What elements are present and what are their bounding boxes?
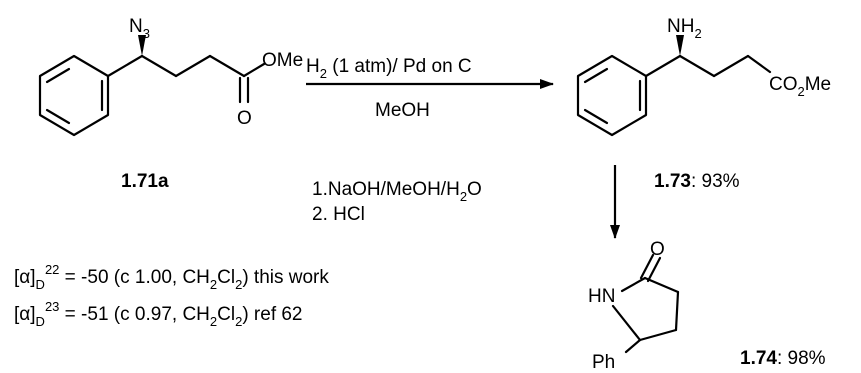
lactam-carbonyl-bond: [646, 256, 662, 283]
benzene-inner-bond: [45, 67, 71, 84]
compound-lactam-structure: O HN Ph: [588, 239, 680, 373]
chain-bond: [208, 54, 246, 78]
reaction-arrow-2: 1.NaOH/MeOH/H2O 2. HCl: [312, 165, 620, 239]
chain-bond: [678, 54, 716, 78]
wedge-bond: [138, 35, 146, 56]
chain-bond: [644, 54, 682, 78]
ring-bond: [620, 276, 647, 293]
ester-o-bond: [242, 62, 266, 78]
wedge-bond: [676, 35, 684, 56]
ester-ome-label: OMe: [262, 50, 303, 71]
rotation-this-work: [α]D22 = -50 (c 1.00, CH2Cl2) this work: [14, 262, 329, 292]
compound-lactam-caption: 1.74: 98%: [740, 348, 826, 369]
solvent-label: MeOH: [375, 100, 430, 121]
amine-nh2-label: NH2: [667, 16, 702, 41]
chain-bond: [746, 54, 772, 74]
benzene-ring-bonds: [576, 54, 648, 137]
reaction-arrow-1: H2 (1 atm)/ Pd on C MeOH: [306, 56, 554, 121]
lactam-carbonyl-bond: [639, 253, 655, 280]
chain-bond: [106, 54, 144, 78]
reagent-hydrogenation: H2 (1 atm)/ Pd on C: [306, 56, 472, 81]
chain-bond: [174, 54, 212, 78]
reagent-step-2: 2. HCl: [312, 204, 365, 225]
ring-bond: [638, 328, 678, 342]
compound-amine-structure: NH2 CO2Me: [576, 16, 831, 137]
lactam-hn-label: HN: [588, 286, 615, 307]
lactam-o-label: O: [650, 239, 665, 260]
ring-bond: [674, 290, 680, 332]
benzene-inner-bond: [583, 108, 609, 125]
azide-n-label: N3: [129, 16, 150, 41]
compound-azide-structure: N3 OMe O: [38, 16, 303, 137]
benzene-inner-bond: [45, 108, 71, 125]
lactam-ph-label: Ph: [592, 352, 615, 373]
ring-bond: [611, 304, 642, 342]
rotation-ref-62: [α]D23 = -51 (c 0.97, CH2Cl2) ref 62: [14, 299, 303, 329]
compound-amine-caption: 1.73: 93%: [654, 171, 740, 192]
benzene-ring-bonds: [38, 54, 110, 137]
ring-bond: [643, 276, 680, 294]
reagent-step-1: 1.NaOH/MeOH/H2O: [312, 179, 482, 204]
ester-co2me-label: CO2Me: [769, 74, 831, 99]
benzene-inner-bond: [583, 67, 609, 84]
carbonyl-o-label: O: [237, 108, 252, 129]
chain-bond: [712, 54, 750, 78]
chain-bond: [140, 54, 178, 78]
optical-rotation-data: [α]D22 = -50 (c 1.00, CH2Cl2) this work …: [14, 262, 329, 329]
compound-id-azide: 1.71a: [121, 171, 169, 192]
phenyl-bond: [624, 338, 642, 354]
